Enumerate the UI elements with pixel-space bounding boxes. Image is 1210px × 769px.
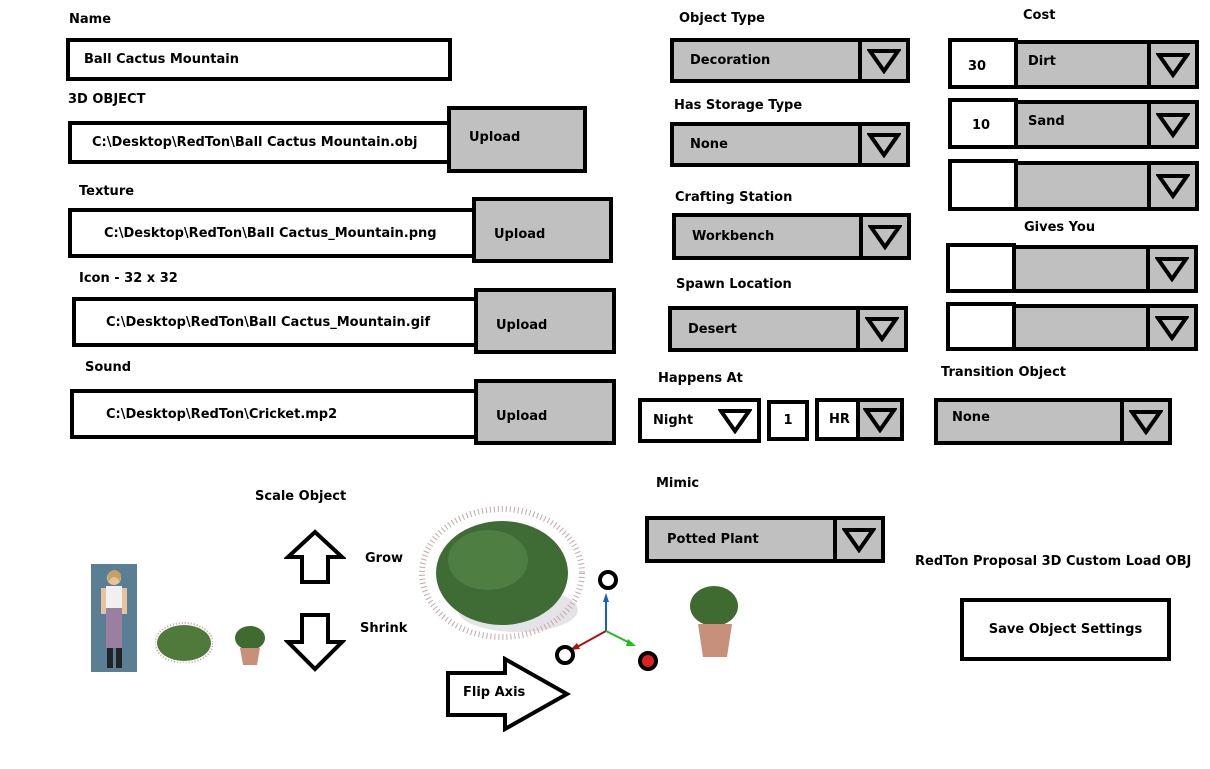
chevron-down-icon[interactable] [858,126,906,163]
cost-qty: 10 [972,118,991,133]
save-object-settings-button[interactable]: Save Object Settings [960,598,1171,661]
icon-upload-button[interactable]: Upload [474,288,616,354]
cost-label: Cost [1023,8,1056,23]
gives-qty-input[interactable] [946,302,1016,351]
z-axis-handle [598,570,618,590]
mimic-value: Potted Plant [667,532,759,547]
3d-object-path-input[interactable]: C:\Desktop\RedTon\Ball Cactus Mountain.o… [68,121,452,164]
texture-path: C:\Desktop\RedTon\Ball Cactus_Mountain.p… [104,225,437,241]
spawn-location-label: Spawn Location [676,277,792,292]
mimic-label: Mimic [656,476,700,491]
cost-item: Dirt [1028,54,1056,69]
sound-upload-button[interactable]: Upload [474,379,616,445]
ball-cactus-image [419,506,585,640]
small-cactus-image [155,622,213,663]
flip-axis-label: Flip Axis [463,685,526,700]
gives-item-dropdown[interactable] [1012,304,1198,351]
cost-item-dropdown[interactable]: Sand [1014,100,1199,149]
name-input[interactable]: Ball Cactus Mountain [66,38,452,81]
y-axis-handle-selected [638,651,658,671]
chevron-down-icon[interactable] [713,402,757,439]
cost-qty-input[interactable]: 30 [948,38,1018,89]
object-type-dropdown[interactable]: Decoration [670,38,910,83]
storage-type-dropdown[interactable]: None [670,122,910,167]
chevron-down-icon[interactable] [859,217,907,256]
chevron-down-icon[interactable] [1147,104,1195,145]
name-value: Ball Cactus Mountain [84,52,239,67]
cost-item-dropdown[interactable] [1014,161,1199,211]
object-type-label: Object Type [679,11,765,26]
crafting-station-label: Crafting Station [675,190,793,205]
storage-type-value: None [690,137,728,152]
chevron-down-icon[interactable] [1147,44,1195,85]
happens-at-unit-dropdown[interactable]: HR [815,398,904,441]
texture-label: Texture [79,184,135,199]
happens-at-amount-input[interactable]: 1 [767,400,809,441]
chevron-down-icon[interactable] [856,310,904,348]
happens-at-time: Night [653,413,694,428]
save-button-label: Save Object Settings [988,622,1143,637]
cost-qty-input[interactable] [948,159,1018,211]
sound-label: Sound [85,360,132,375]
chevron-down-icon[interactable] [1146,308,1194,347]
chevron-down-icon[interactable] [856,402,900,437]
gives-item-dropdown[interactable] [1012,245,1198,293]
transition-object-dropdown[interactable]: None [934,398,1172,445]
gives-you-label: Gives You [1024,220,1096,235]
cost-qty-input[interactable]: 10 [948,98,1018,149]
cost-item [1018,165,1147,207]
cost-item-dropdown[interactable]: Dirt [1014,40,1199,89]
scale-object-label: Scale Object [255,489,347,504]
character-scale-reference-image [91,564,137,672]
icon-path: C:\Desktop\RedTon\Ball Cactus_Mountain.g… [106,314,431,330]
x-axis-handle [555,645,575,665]
3d-object-upload-button[interactable]: Upload [447,106,587,173]
3d-object-path: C:\Desktop\RedTon\Ball Cactus Mountain.o… [92,135,418,150]
chevron-down-icon[interactable] [833,520,881,559]
axis-gizmo-icon[interactable] [550,565,665,675]
transition-object-label: Transition Object [941,365,1067,380]
grow-label: Grow [365,551,404,566]
gives-item [1016,308,1146,347]
chevron-down-icon[interactable] [1146,249,1194,289]
icon-label: Icon - 32 x 32 [79,271,178,286]
mimic-dropdown[interactable]: Potted Plant [645,516,885,563]
spawn-location-dropdown[interactable]: Desert [668,306,908,352]
cost-qty: 30 [968,59,987,74]
cost-item: Sand [1028,114,1065,129]
3d-object-label: 3D OBJECT [68,92,146,107]
flip-axis-button[interactable] [445,656,571,732]
gives-item [1016,249,1146,289]
shrink-label: Shrink [360,621,408,636]
potted-plant-image [690,586,738,657]
small-potted-plant-image [235,626,265,665]
icon-path-input[interactable]: C:\Desktop\RedTon\Ball Cactus_Mountain.g… [72,297,478,347]
storage-type-label: Has Storage Type [674,98,803,113]
chevron-down-icon[interactable] [1147,165,1195,207]
proposal-text: RedTon Proposal 3D Custom Load OBJ [915,554,1192,569]
happens-at-label: Happens At [658,371,743,386]
happens-at-amount: 1 [783,413,793,428]
happens-at-time-dropdown[interactable]: Night [638,398,761,443]
crafting-station-value: Workbench [692,229,775,244]
name-label: Name [69,12,112,27]
chevron-down-icon[interactable] [1120,402,1168,441]
sound-path: C:\Desktop\RedTon\Cricket.mp2 [106,406,338,422]
sound-path-input[interactable]: C:\Desktop\RedTon\Cricket.mp2 [70,389,478,439]
grow-arrow-up-icon[interactable] [284,529,346,585]
crafting-station-dropdown[interactable]: Workbench [672,213,911,260]
texture-path-input[interactable]: C:\Desktop\RedTon\Ball Cactus_Mountain.p… [68,208,476,258]
spawn-location-value: Desert [688,321,737,337]
happens-at-unit: HR [829,412,850,427]
chevron-down-icon[interactable] [858,42,906,79]
object-type-value: Decoration [690,53,771,68]
shrink-arrow-down-icon[interactable] [284,612,346,672]
texture-upload-button[interactable]: Upload [472,197,613,263]
transition-object-value: None [952,410,990,425]
gives-qty-input[interactable] [946,243,1016,293]
